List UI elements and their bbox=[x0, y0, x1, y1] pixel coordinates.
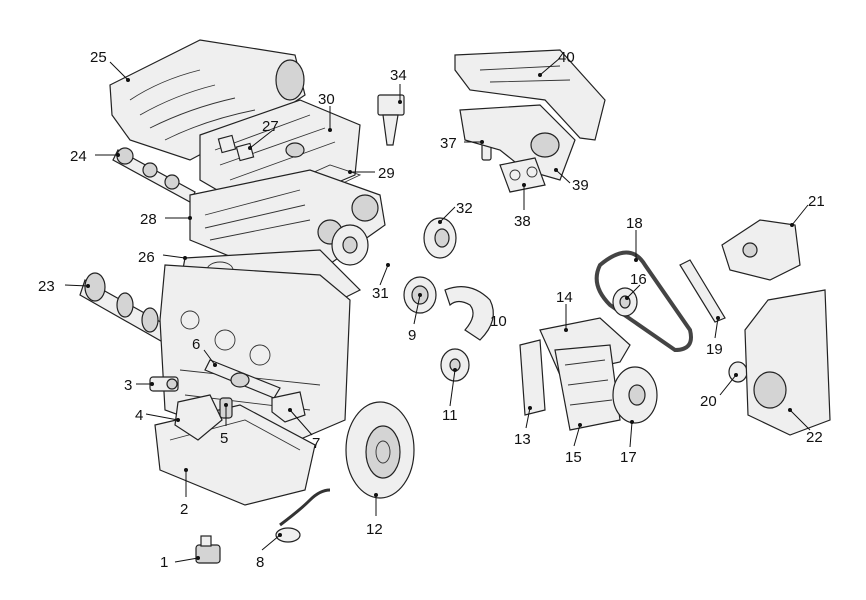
callout-12: 12 bbox=[366, 521, 383, 538]
callout-18: 18 bbox=[626, 215, 643, 232]
pulley-32 bbox=[423, 217, 457, 259]
sensor-3 bbox=[149, 376, 179, 392]
chain-guide-13 bbox=[519, 339, 546, 416]
chain-tensioner-15 bbox=[554, 344, 621, 431]
callout-14: 14 bbox=[556, 289, 573, 306]
oil-pump-4 bbox=[174, 394, 223, 441]
callout-6: 6 bbox=[192, 336, 200, 353]
callout-24: 24 bbox=[70, 148, 87, 165]
flywheel bbox=[345, 401, 415, 499]
callout-23: 23 bbox=[38, 278, 55, 295]
timing-cover-22 bbox=[744, 289, 831, 436]
leader-dots bbox=[86, 73, 794, 560]
callout-20: 20 bbox=[700, 393, 717, 410]
callout-15: 15 bbox=[565, 449, 582, 466]
heat-shield-40 bbox=[454, 49, 606, 141]
callout-3: 3 bbox=[124, 377, 132, 394]
tensioner-11 bbox=[440, 348, 470, 382]
oil-pickup-8 bbox=[275, 488, 331, 543]
manifold-gasket-38 bbox=[499, 157, 546, 193]
timing-chain-18 bbox=[594, 250, 693, 353]
callout-21: 21 bbox=[808, 193, 825, 210]
callout-39: 39 bbox=[572, 177, 589, 194]
exhaust-manifold-39 bbox=[459, 104, 576, 181]
callout-27: 27 bbox=[262, 118, 279, 135]
callout-11: 11 bbox=[442, 407, 458, 424]
callout-37: 37 bbox=[440, 135, 457, 152]
callout-25: 25 bbox=[90, 49, 107, 66]
chain-rail-19 bbox=[679, 259, 726, 323]
callout-labels: 1 2 3 4 5 6 7 8 9 10 11 12 13 14 15 16 1… bbox=[38, 49, 825, 571]
callout-19: 19 bbox=[706, 341, 723, 358]
callout-30: 30 bbox=[318, 91, 335, 108]
callout-40: 40 bbox=[558, 49, 575, 66]
engine-mount-21 bbox=[721, 219, 801, 281]
callout-2: 2 bbox=[180, 501, 188, 518]
idler-20 bbox=[728, 361, 748, 383]
callout-38: 38 bbox=[514, 213, 531, 230]
callout-28: 28 bbox=[140, 211, 157, 228]
thermostat-housing-7 bbox=[271, 391, 306, 423]
callout-31: 31 bbox=[372, 285, 389, 302]
drain-plug-1 bbox=[195, 535, 221, 564]
callout-1: 1 bbox=[160, 554, 168, 571]
callout-8: 8 bbox=[256, 554, 264, 571]
leader-lines bbox=[64, 57, 811, 563]
callout-16: 16 bbox=[630, 271, 647, 288]
callout-32: 32 bbox=[456, 200, 473, 217]
callout-29: 29 bbox=[378, 165, 395, 182]
cover-gaskets bbox=[217, 134, 255, 162]
callout-4: 4 bbox=[135, 407, 143, 424]
ignition-coil-34 bbox=[377, 94, 405, 146]
callout-13: 13 bbox=[514, 431, 531, 448]
callout-34: 34 bbox=[390, 67, 407, 84]
callout-17: 17 bbox=[620, 449, 637, 466]
timing-gear-31 bbox=[331, 224, 369, 266]
intake-manifold bbox=[109, 39, 306, 161]
callout-9: 9 bbox=[408, 327, 416, 344]
callout-10: 10 bbox=[490, 313, 507, 330]
water-pump-17 bbox=[612, 366, 658, 424]
callout-26: 26 bbox=[138, 249, 155, 266]
bracket-10 bbox=[444, 286, 494, 341]
crankshaft bbox=[79, 272, 176, 346]
callout-7: 7 bbox=[312, 435, 320, 452]
callout-22: 22 bbox=[806, 429, 823, 446]
callout-5: 5 bbox=[220, 430, 228, 447]
